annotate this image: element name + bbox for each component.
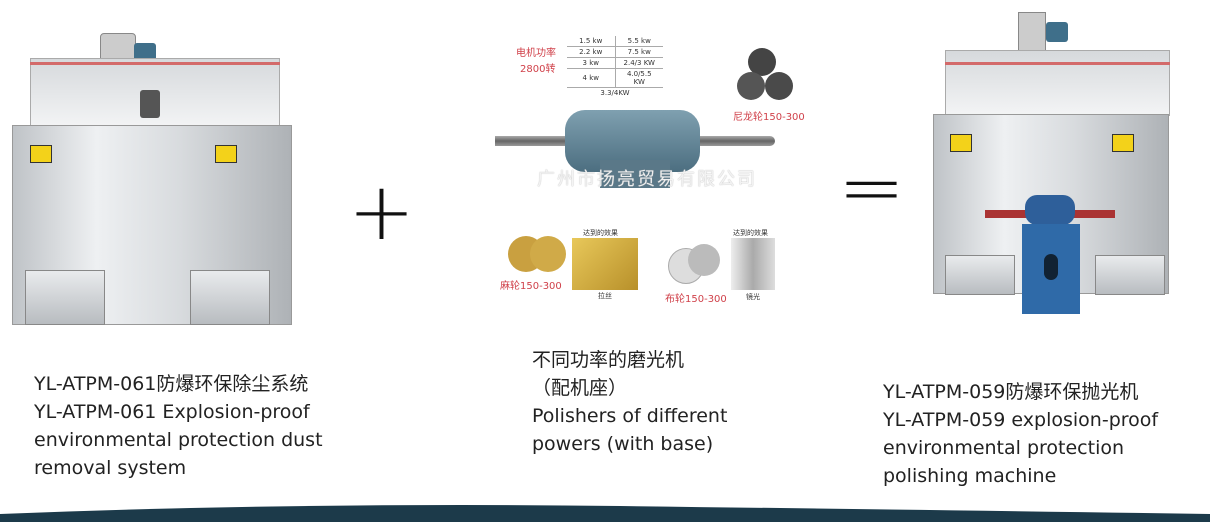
middle-caption: 不同功率的磨光机 （配机座） Polishers of different po…: [532, 346, 752, 458]
middle-title-en: Polishers of different powers (with base…: [532, 405, 728, 455]
effect-mirror: 镜光: [746, 293, 760, 301]
left-caption: YL-ATPM-061防爆环保除尘系统 YL-ATPM-061 Explosio…: [34, 370, 364, 482]
right-caption: YL-ATPM-059防爆环保抛光机 YL-ATPM-059 explosion…: [883, 378, 1183, 490]
middle-title-cn-base: （配机座）: [532, 377, 628, 399]
footer-wave: [0, 505, 1210, 522]
effect-label: 达到的效果: [583, 229, 618, 237]
left-title-en: YL-ATPM-061 Explosion-proof environmenta…: [34, 401, 323, 479]
nylon-wheel-label: 尼龙轮150-300: [733, 112, 805, 123]
right-title-cn: YL-ATPM-059防爆环保抛光机: [883, 381, 1139, 403]
motor-rpm-label: 2800转: [520, 64, 556, 75]
plus-sign: +: [348, 165, 416, 258]
left-title-cn: YL-ATPM-061防爆环保除尘系统: [34, 373, 309, 395]
middle-title-cn: 不同功率的磨光机: [532, 349, 685, 371]
cloth-wheel-label: 布轮150-300: [665, 294, 727, 305]
effect-brushed: 拉丝: [598, 292, 612, 300]
right-title-en: YL-ATPM-059 explosion-proof environmenta…: [883, 409, 1159, 487]
effect-label: 达到的效果: [733, 229, 768, 237]
equals-sign: =: [838, 141, 906, 234]
watermark: 广州市扬亮贸易有限公司: [537, 169, 757, 190]
motor-power-label: 电机功率: [516, 48, 556, 59]
hemp-wheel-label: 麻轮150-300: [500, 281, 562, 292]
